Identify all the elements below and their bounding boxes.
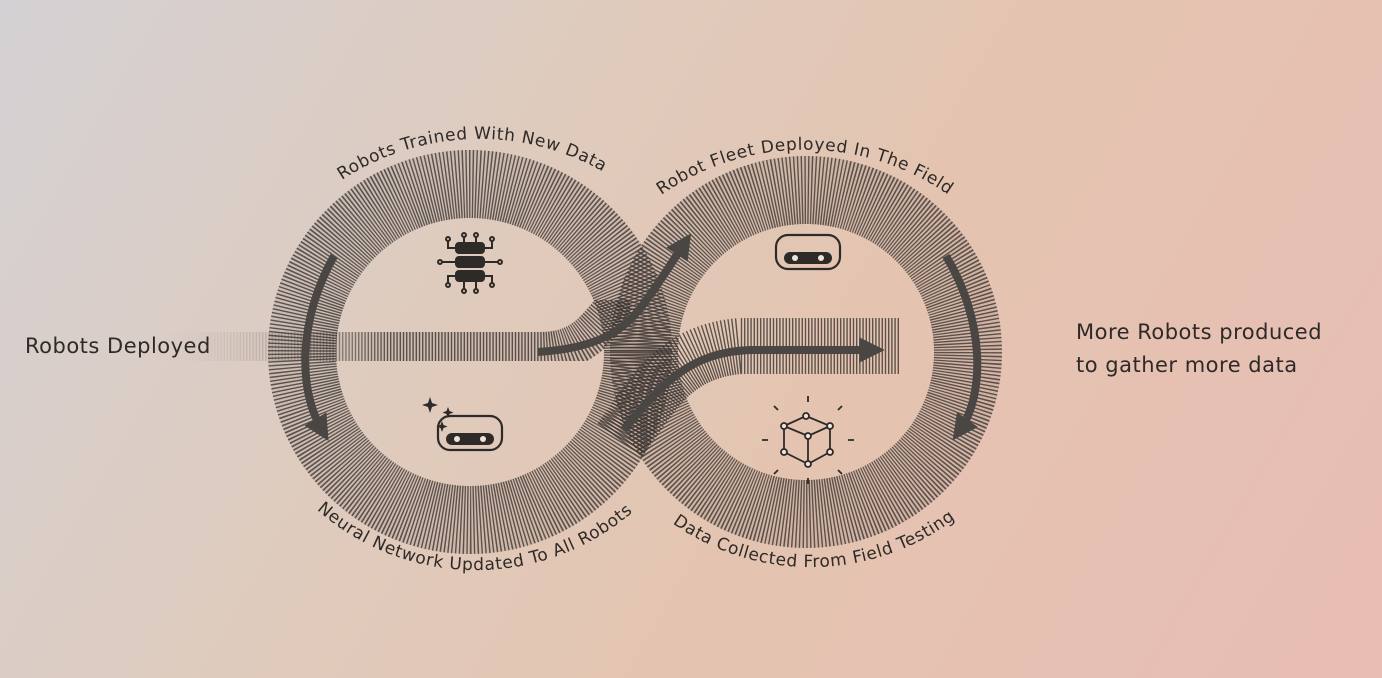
robot-sparkle-icon xyxy=(422,397,504,452)
end-label: More Robots produced to gather more data xyxy=(1076,316,1322,382)
right-loop-ring xyxy=(610,156,1002,548)
cube-network-icon xyxy=(762,396,854,484)
arrow-right-down xyxy=(942,253,982,441)
start-label: Robots Deployed xyxy=(25,334,211,358)
robot-icon xyxy=(774,233,842,271)
database-chip-icon xyxy=(437,232,503,294)
arrow-left-down xyxy=(301,254,338,441)
arrow-center-right xyxy=(620,337,885,433)
arrow-center-up xyxy=(537,233,692,356)
end-label-line1: More Robots produced xyxy=(1076,320,1323,344)
flow-arrows xyxy=(301,233,982,441)
end-label-line2: to gather more data xyxy=(1076,353,1298,377)
